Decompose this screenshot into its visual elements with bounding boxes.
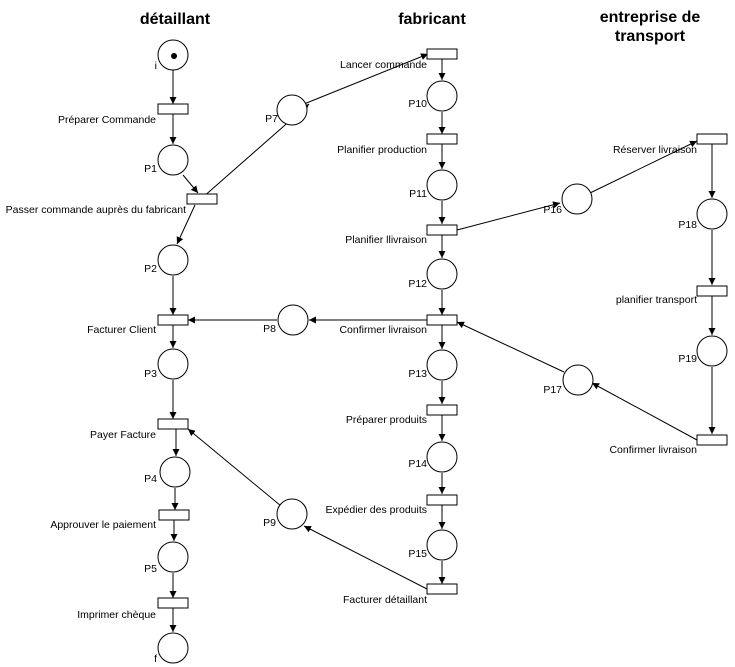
place-label: P18 — [678, 219, 697, 231]
place-label: P16 — [543, 204, 562, 216]
arc — [456, 201, 561, 231]
transition-label: Expédier des produits — [325, 504, 427, 516]
place-label: i — [155, 60, 157, 72]
transition-approuver-paiement — [158, 509, 190, 521]
transition-label: Facturer Client — [87, 324, 156, 336]
place-label: P17 — [543, 384, 562, 396]
place-label: P13 — [408, 368, 427, 380]
token — [171, 53, 177, 59]
place-p15 — [426, 529, 458, 561]
place-labels: i P1 P2 P3 P4 P5 f P7 P8 P9 P10 P11 P12 … — [144, 60, 697, 665]
transition-passer-commande — [186, 193, 218, 205]
header-transport-line1: entreprise de — [600, 9, 701, 26]
place-label: P7 — [265, 113, 278, 125]
place-p11 — [426, 169, 458, 201]
transition-label: Lancer commande — [340, 59, 427, 71]
transition-label: Réserver livraison — [613, 144, 697, 156]
arc — [303, 53, 429, 105]
place-p17 — [562, 364, 594, 396]
place-label: P12 — [408, 278, 427, 290]
place-p10 — [426, 80, 458, 112]
transition-lancer-commande — [426, 48, 458, 60]
place-p13 — [426, 349, 458, 381]
transition-labels: Préparer Commande Passer commande auprès… — [6, 59, 698, 621]
transition-confirmer-livraison-fab — [426, 314, 458, 326]
place-p18 — [696, 198, 728, 230]
header-retailer: détaillant — [140, 11, 211, 28]
transitions — [157, 48, 728, 609]
place-p5 — [157, 541, 189, 573]
transition-preparer-produits — [426, 404, 458, 416]
transition-imprimer-cheque — [157, 597, 189, 609]
place-label: P5 — [144, 563, 157, 575]
transition-label: Facturer détaillant — [343, 594, 427, 606]
transition-label: Imprimer chèque — [77, 609, 156, 621]
place-p12 — [426, 258, 458, 290]
transition-reserver-livraison — [696, 133, 728, 145]
place-label: P15 — [408, 548, 427, 560]
place-label: P3 — [144, 368, 157, 380]
transition-preparer-commande — [157, 103, 189, 115]
transition-planifier-transport — [696, 285, 728, 297]
place-label: P14 — [408, 458, 427, 470]
transition-label: Passer commande auprès du fabricant — [6, 204, 186, 216]
place-label: P2 — [144, 263, 157, 275]
transition-facturer-detaillant — [426, 583, 458, 595]
transition-label: Préparer Commande — [58, 114, 156, 126]
transition-label: Préparer produits — [346, 414, 427, 426]
transition-expedier-produits — [426, 494, 458, 506]
place-p14 — [426, 441, 458, 473]
place-label: P10 — [408, 98, 427, 110]
arc — [176, 204, 196, 245]
header-transport-line2: transport — [615, 28, 686, 45]
place-p4 — [159, 456, 191, 488]
arc — [456, 321, 565, 373]
transition-label: planifier transport — [616, 294, 697, 306]
places — [157, 39, 728, 664]
place-p9 — [276, 498, 308, 530]
place-label: P19 — [678, 353, 697, 365]
place-p8 — [277, 304, 309, 336]
header-manufacturer: fabricant — [398, 11, 466, 28]
place-label: f — [154, 653, 157, 665]
place-p2 — [157, 244, 189, 276]
arcs — [169, 53, 716, 632]
place-p1 — [157, 144, 189, 176]
arc — [182, 174, 199, 194]
arc — [589, 140, 698, 194]
place-p16 — [561, 183, 593, 215]
arc — [591, 382, 698, 441]
transition-label: Planifier llivraison — [345, 234, 427, 246]
transition-payer-facture — [157, 418, 189, 430]
place-label: P11 — [409, 188, 427, 200]
place-p3 — [157, 348, 189, 380]
place-p19 — [696, 335, 728, 367]
arc — [303, 525, 428, 590]
place-f — [157, 632, 189, 664]
transition-facturer-client — [157, 314, 189, 326]
transition-planifier-livraison — [426, 224, 458, 236]
place-label: P4 — [144, 473, 157, 485]
transition-label: Confirmer livraison — [609, 444, 697, 456]
transition-label: Planifier production — [337, 144, 427, 156]
place-label: P8 — [263, 323, 276, 335]
place-p7 — [276, 94, 308, 126]
transition-label: Confirmer livraison — [339, 324, 427, 336]
transition-planifier-production — [426, 133, 458, 145]
transition-confirmer-livraison-tr — [696, 434, 728, 446]
place-label: P1 — [144, 163, 157, 175]
place-label: P9 — [263, 517, 276, 529]
transition-label: Approuver le paiement — [50, 519, 156, 531]
arc — [187, 428, 282, 507]
transition-label: Payer Facture — [90, 429, 156, 441]
